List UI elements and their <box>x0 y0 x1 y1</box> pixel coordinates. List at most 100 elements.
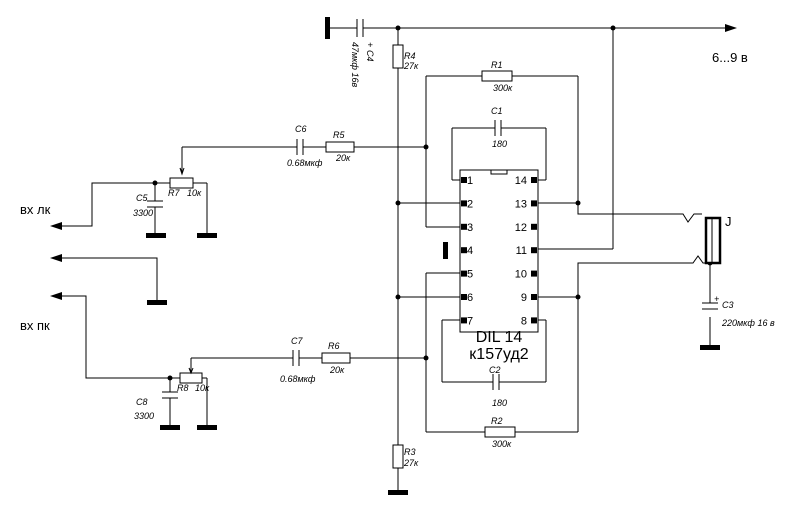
r4-value: 27к <box>403 61 419 71</box>
ic-pin-4: 4 <box>467 245 473 257</box>
r2-value: 300к <box>492 439 512 449</box>
ic-pin-marker-6 <box>461 294 467 300</box>
ic-pin-marker-5 <box>461 270 467 277</box>
ic-pin-14: 14 <box>515 175 527 187</box>
labels: 6...9 в вх лк вх пк + C4 47мкф 16в R4 27… <box>20 42 775 468</box>
r4-ref: R4 <box>404 51 416 61</box>
r3-ref: R3 <box>404 447 416 457</box>
c8-ref: C8 <box>136 397 148 407</box>
jack-body <box>704 216 722 265</box>
input-left-label: вх лк <box>20 202 51 217</box>
resistor-r2 <box>484 426 516 438</box>
ic-pin-3: 3 <box>467 222 473 234</box>
ic-pin-1: 1 <box>467 175 473 187</box>
ic-pin-marker-3 <box>461 223 467 230</box>
ic-pin-6: 6 <box>467 292 473 304</box>
capacitor-c4 <box>356 19 364 37</box>
c5-value: 3300 <box>133 208 153 218</box>
ic-pin-7: 7 <box>467 315 473 327</box>
ic-pin-marker-13 <box>531 200 537 207</box>
ic-part-label: к157уд2 <box>469 346 529 363</box>
resistor-r1 <box>481 70 513 82</box>
input-right-arrow <box>50 292 62 300</box>
r8-ref: R8 <box>177 383 189 393</box>
resistor-r3 <box>392 444 404 469</box>
c6-ref: C6 <box>295 124 307 134</box>
r8-value: 10к <box>195 383 210 393</box>
capacitor-c8 <box>162 391 178 399</box>
r7-value: 10к <box>187 188 202 198</box>
ground-symbols <box>146 17 720 495</box>
c6-value: 0.68мкф <box>287 158 323 168</box>
r5-value: 20к <box>335 153 351 163</box>
ic-body <box>459 169 539 333</box>
ic-pin-marker-9 <box>531 294 537 300</box>
r6-ref: R6 <box>328 341 340 351</box>
ic-pin-marker-11 <box>531 247 537 254</box>
input-common-arrow <box>50 254 62 262</box>
input-right-label: вх пк <box>20 318 50 333</box>
capacitor-plates <box>147 19 718 399</box>
ic-notch <box>490 169 508 175</box>
ic-pin-marker-7 <box>461 317 467 324</box>
resistor-bodies <box>169 44 516 469</box>
c4-value: 47мкф 16в <box>350 42 360 87</box>
capacitor-c1 <box>494 120 502 136</box>
ic-pin-marker-1 <box>461 177 467 183</box>
capacitor-c2 <box>492 374 500 390</box>
capacitor-c3 <box>702 302 718 310</box>
wiper-r8 <box>188 367 194 375</box>
c7-ref: C7 <box>291 336 303 346</box>
ic-pin-marker-8 <box>531 317 537 324</box>
c1-value: 180 <box>492 139 507 149</box>
c4-polarity: + <box>365 42 375 47</box>
ic-pin-2: 2 <box>467 198 473 210</box>
c8-value: 3300 <box>134 411 154 421</box>
c5-ref: C5 <box>136 193 148 203</box>
potentiometer-r8 <box>179 372 203 384</box>
r2-ref: R2 <box>491 416 503 426</box>
jack-label: J <box>725 214 732 229</box>
ic-pin-9: 9 <box>521 292 527 304</box>
r1-value: 300к <box>493 83 513 93</box>
r1-ref: R1 <box>491 60 503 70</box>
c4-labels: + C4 <box>365 42 375 62</box>
ic-left-pins: 1 2 3 4 5 6 7 <box>461 175 473 327</box>
c2-value: 180 <box>492 398 507 408</box>
c3-ref: C3 <box>722 300 734 310</box>
resistor-r5 <box>325 141 355 153</box>
output-jack: J <box>704 214 732 265</box>
supply-voltage-label: 6...9 в <box>712 50 748 65</box>
ic-pin-10: 10 <box>515 269 527 281</box>
ic-pin-marker-4 <box>461 247 467 254</box>
ic-pin-8: 8 <box>521 315 527 327</box>
resistor-r4 <box>392 44 404 69</box>
capacitor-c5 <box>147 200 163 208</box>
c3-polarity: + <box>714 294 719 304</box>
r3-value: 27к <box>403 458 419 468</box>
c1-ref: C1 <box>491 106 503 116</box>
ic-pin-12: 12 <box>515 222 527 234</box>
resistor-r6 <box>321 352 351 364</box>
capacitor-c7 <box>292 350 300 366</box>
c4-ref: C4 <box>365 50 375 62</box>
r6-value: 20к <box>329 365 345 375</box>
wires <box>57 27 725 490</box>
r5-ref: R5 <box>333 130 345 140</box>
potentiometer-r7 <box>169 177 194 189</box>
capacitor-c6 <box>296 139 304 155</box>
r7-ref: R7 <box>168 188 180 198</box>
ic-pin-13: 13 <box>515 198 527 210</box>
c2-ref: C2 <box>489 365 501 375</box>
ic-pin-5: 5 <box>467 269 473 281</box>
supply-arrow <box>725 24 737 32</box>
ic-package-label: DIL 14 <box>476 329 523 346</box>
c4-value-group: 47мкф 16в <box>350 42 360 87</box>
input-left-arrow <box>50 222 62 230</box>
ic-pin-marker-2 <box>461 200 467 207</box>
c7-value: 0.68мкф <box>280 374 316 384</box>
c3-value: 220мкф 16 в <box>721 318 775 328</box>
